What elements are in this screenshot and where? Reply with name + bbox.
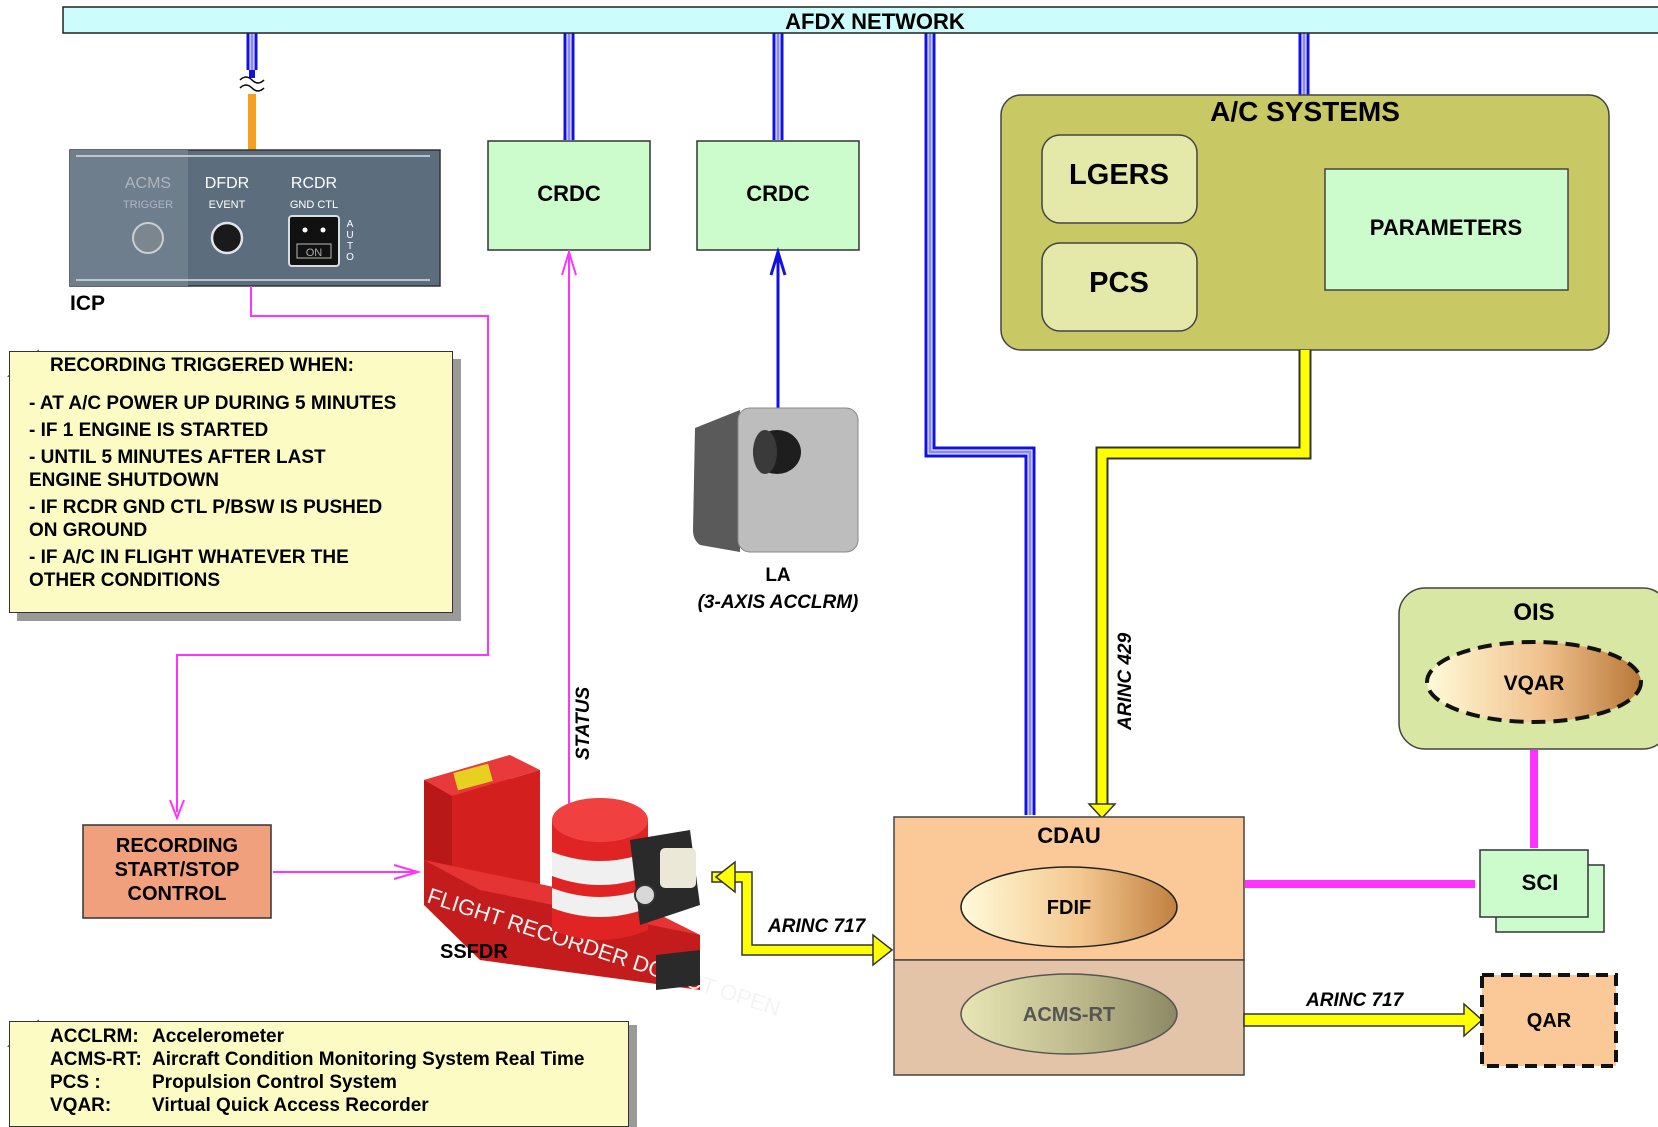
- note-item: - IF A/C IN FLIGHT WHATEVER THE OTHER CO…: [29, 547, 349, 591]
- arinc429-label: ARINC 429: [1115, 632, 1136, 731]
- icp-rcdr-sub: GND CTL: [290, 199, 338, 211]
- ac-systems-box: A/C SYSTEMS LGERS PCS PARAMETERS: [1000, 94, 1610, 351]
- recording-control-line1: RECORDING: [116, 835, 238, 857]
- magenta-links: [169, 248, 577, 880]
- glossary-definition: Aircraft Condition Monitoring System Rea…: [152, 1049, 585, 1070]
- icp-dfdr-label: DFDR: [205, 175, 249, 192]
- glossary-definition: Accelerometer: [152, 1026, 285, 1047]
- sci-label: SCI: [1522, 870, 1559, 895]
- lgers-label: LGERS: [1069, 159, 1169, 191]
- note-item: - UNTIL 5 MINUTES AFTER LAST ENGINE SHUT…: [29, 447, 326, 491]
- la-description: (3-AXIS ACCLRM): [698, 592, 859, 613]
- icp-label: ICP: [70, 292, 105, 315]
- note-item: - IF 1 ENGINE IS STARTED: [29, 420, 269, 441]
- crdc-right-label: CRDC: [746, 181, 810, 206]
- lgers-box: [1041, 134, 1198, 224]
- icp-dfdr-sub: EVENT: [209, 199, 246, 211]
- glossary-row: ACCLRM: Accelerometer: [50, 1025, 624, 1048]
- ssfdr-label: SSFDR: [440, 941, 508, 963]
- recording-control-line3: CONTROL: [128, 883, 227, 905]
- icp-rcdr-label: RCDR: [291, 175, 337, 192]
- acms-rt-ellipse: [960, 973, 1178, 1055]
- glossary-note: ACCLRM: Accelerometer ACMS-RT: Aircraft …: [9, 1021, 629, 1127]
- acms-trigger-button[interactable]: [132, 222, 164, 254]
- qar-label: QAR: [1527, 1010, 1572, 1032]
- arinc717-ssfdr-link: [711, 860, 894, 967]
- vqar-ellipse: [1425, 640, 1643, 724]
- arinc717-right-label: ARINC 717: [1305, 990, 1405, 1011]
- acms-rt-label: ACMS-RT: [1023, 1004, 1115, 1026]
- crdc-left-label: CRDC: [537, 181, 601, 206]
- status-label: STATUS: [573, 686, 594, 760]
- fdif-ellipse: [960, 866, 1178, 948]
- parameters-label: PARAMETERS: [1370, 215, 1522, 240]
- qar-box: QAR: [1480, 973, 1618, 1068]
- icp-panel: ACMS TRIGGER DFDR EVENT RCDR GND CTL ON …: [69, 149, 441, 287]
- rcdr-auto-t: T: [347, 241, 353, 252]
- note-title: RECORDING TRIGGERED WHEN:: [50, 355, 354, 376]
- rcdr-on-light: ON: [306, 247, 323, 259]
- glossary-row: VQAR: Virtual Quick Access Recorder: [50, 1094, 624, 1117]
- arinc429-link: [1087, 350, 1312, 820]
- ois-sci-link: [1245, 750, 1538, 888]
- recording-control-box: RECORDING START/STOP CONTROL: [82, 824, 272, 919]
- crdc-left-box: CRDC: [487, 140, 651, 251]
- rcdr-auto-a: A: [347, 219, 354, 230]
- recording-triggered-note: RECORDING TRIGGERED WHEN: - AT A/C POWER…: [9, 351, 453, 613]
- arinc717-left-label: ARINC 717: [767, 916, 867, 937]
- parameters-box: [1324, 168, 1569, 291]
- icp-acms-sub: TRIGGER: [123, 199, 173, 211]
- ac-systems-title: A/C SYSTEMS: [1210, 96, 1400, 127]
- rcdr-auto-u: U: [346, 230, 353, 241]
- icp-link-break: [239, 70, 265, 150]
- icp-acms-label: ACMS: [125, 175, 171, 192]
- cdau-title: CDAU: [1037, 823, 1101, 848]
- fdif-label: FDIF: [1047, 897, 1091, 919]
- rcdr-auto-o: O: [346, 252, 354, 263]
- afdx-network-label: AFDX NETWORK: [785, 9, 965, 34]
- glossary-term: VQAR:: [50, 1095, 112, 1116]
- la-crdc-link: [769, 246, 787, 410]
- sci-box: SCI: [1479, 849, 1605, 933]
- arinc717-qar-link: [1243, 1002, 1484, 1038]
- ois-box: OIS VQAR: [1398, 587, 1658, 750]
- glossary-term: PCS :: [50, 1072, 101, 1093]
- crdc-right-box: CRDC: [696, 140, 860, 251]
- glossary-definition: Propulsion Control System: [152, 1072, 397, 1093]
- ois-title: OIS: [1513, 599, 1554, 626]
- glossary-term: ACCLRM:: [50, 1026, 139, 1047]
- glossary-row: ACMS-RT: Aircraft Condition Monitoring S…: [50, 1048, 624, 1071]
- vqar-label: VQAR: [1504, 672, 1565, 695]
- la-label: LA: [765, 565, 791, 586]
- note-item: - AT A/C POWER UP DURING 5 MINUTES: [29, 393, 397, 414]
- dfdr-event-button[interactable]: [210, 221, 244, 255]
- recording-control-line2: START/STOP: [115, 859, 240, 881]
- glossary-definition: Virtual Quick Access Recorder: [152, 1095, 429, 1116]
- la-accelerometer-image: [693, 407, 859, 553]
- glossary-row: PCS : Propulsion Control System: [50, 1071, 624, 1094]
- cdau-box: CDAU FDIF ACMS-RT: [893, 816, 1245, 1076]
- glossary-term: ACMS-RT:: [50, 1049, 142, 1070]
- afdx-network-bar: AFDX NETWORK: [62, 6, 1658, 34]
- rcdr-gnd-ctl-pushbutton[interactable]: ON: [288, 215, 340, 267]
- afdx-links: [246, 32, 1310, 815]
- pcs-box: [1041, 242, 1198, 332]
- pcs-label: PCS: [1089, 267, 1149, 299]
- note-item: - IF RCDR GND CTL P/BSW IS PUSHED ON GRO…: [29, 497, 383, 541]
